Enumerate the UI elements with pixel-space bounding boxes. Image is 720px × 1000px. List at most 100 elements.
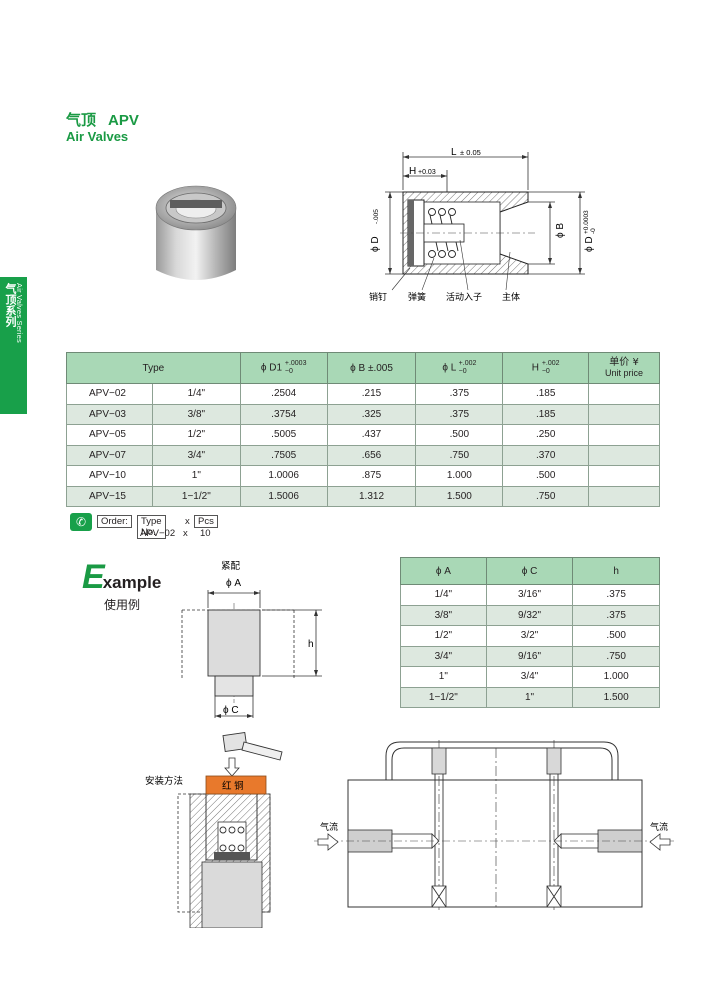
cell-h: .370 [502, 444, 590, 466]
cell-type: APV−07 [66, 444, 153, 466]
cell-d1: .5005 [239, 424, 328, 446]
order-times-1: x [185, 516, 190, 527]
fit-diagram: 紧配 ϕ A h ϕ C [181, 561, 322, 718]
table-row: 3/4"9/16".750 [400, 645, 660, 667]
spec-table-header: Type ϕ D1 +.0003−0 ϕ B ±.005 ϕ L +.002−0… [66, 352, 660, 384]
cell-phi-c: 9/16" [485, 645, 574, 667]
cell-phi-c: 9/32" [485, 604, 574, 626]
header-phi-c: ϕ C [485, 557, 574, 585]
header-l: ϕ L +.002−0 [415, 352, 504, 384]
dim-l-tolerance: ± 0.05 [460, 148, 481, 157]
cell-h: .375 [572, 604, 660, 626]
callout-movable-insert: 活动入子 [446, 291, 482, 302]
airflow-right-arrow-icon [649, 833, 671, 851]
product-photo [155, 185, 237, 280]
cell-price [588, 383, 660, 405]
cell-d1: .7505 [239, 444, 328, 466]
cell-price [588, 485, 660, 507]
header-phi-a: ϕ A [400, 557, 487, 585]
header-b: ϕ B ±.005 [326, 352, 417, 384]
cross-section-drawing: L ± 0.05 H +0.03 ϕ D -.005 ϕ B ϕ D +0.00… [369, 147, 597, 302]
spec-table: Type ϕ D1 +.0003−0 ϕ B ±.005 ϕ L +.002−0… [66, 352, 660, 507]
install-label: 安装方法 [145, 775, 183, 787]
cell-h: .185 [502, 403, 590, 425]
header-d1-plus: +.0003 [284, 360, 307, 367]
cell-size: 1−1/2" [151, 485, 241, 507]
h-label: h [308, 639, 314, 650]
side-category-tab: Air Valves Series 气顶系列 [0, 277, 27, 414]
header-h: H +.002−0 [502, 352, 590, 384]
order-label: Order: [97, 515, 132, 528]
cell-size: 1" [151, 465, 241, 487]
cell-d1: 1.5006 [239, 485, 328, 507]
header-h-plus: +.002 [541, 360, 560, 367]
table-row: APV−02 1/4" .2504 .215 .375 .185 [66, 383, 660, 405]
phone-icon: ✆ [70, 513, 92, 531]
cell-h: 1.000 [572, 666, 660, 688]
header-l-plus: +.002 [458, 360, 477, 367]
cell-l: .500 [415, 424, 504, 446]
table-row: 1/4"3/16".375 [400, 584, 660, 606]
cell-phi-a: 1" [400, 666, 487, 688]
cell-phi-a: 1/4" [400, 584, 487, 606]
header-price-zh: 单价 ¥ [609, 357, 639, 368]
header-h: h [572, 557, 660, 585]
table-row: APV−03 3/8" .3754 .325 .375 .185 [66, 403, 660, 425]
hammer-icon [222, 732, 283, 761]
order-example-qty: 10 [200, 528, 211, 539]
pin-slot [170, 200, 222, 208]
header-price: 单价 ¥Unit price [588, 352, 660, 384]
cell-price [588, 444, 660, 466]
airflow-left-label: 气流 [320, 821, 338, 832]
dim-d-right-tol-minus: -0 [590, 228, 597, 234]
cell-type: APV−15 [66, 485, 153, 507]
cell-phi-a: 3/4" [400, 645, 487, 667]
cell-phi-a: 1/2" [400, 625, 487, 647]
phi-c-label: ϕ C [223, 705, 239, 716]
cell-price [588, 403, 660, 425]
header-d1-minus: −0 [284, 368, 293, 375]
cell-h: .500 [502, 465, 590, 487]
header-price-en: Unit price [605, 368, 644, 378]
table-row: 1−1/2"1"1.500 [400, 686, 660, 708]
header-l-minus: −0 [458, 368, 467, 375]
cell-h: .500 [572, 625, 660, 647]
cell-size: 3/4" [151, 444, 241, 466]
example-table-header: ϕ A ϕ C h [400, 557, 660, 585]
fit-label: 紧配 [221, 561, 241, 572]
table-row: APV−07 3/4" .7505 .656 .750 .370 [66, 444, 660, 466]
order-times-2: x [183, 528, 188, 539]
page-title-chinese: 气顶 [66, 111, 97, 129]
callout-main-body: 主体 [502, 291, 520, 302]
example-table: ϕ A ϕ C h 1/4"3/16".375 3/8"9/32".375 1/… [400, 557, 660, 708]
order-type-no: Type No. [137, 515, 166, 539]
cell-size: 1/4" [151, 383, 241, 405]
cell-h: .185 [502, 383, 590, 405]
header-d1: ϕ D1 +.0003−0 [239, 352, 328, 384]
cell-price [588, 465, 660, 487]
cell-h: .375 [572, 584, 660, 606]
cell-l: .750 [415, 444, 504, 466]
example-subtitle: 使用例 [104, 598, 141, 612]
cell-h: 1.500 [572, 686, 660, 708]
airflow-right-label: 气流 [650, 821, 668, 832]
header-h-minus: −0 [541, 368, 550, 375]
cell-l: 1.500 [415, 485, 504, 507]
cell-type: APV−05 [66, 424, 153, 446]
cell-b: .656 [326, 444, 417, 466]
cell-phi-c: 3/4" [485, 666, 574, 688]
cell-l: .375 [415, 403, 504, 425]
cell-l: 1.000 [415, 465, 504, 487]
cell-b: .437 [326, 424, 417, 446]
phi-a-label: ϕ A [226, 578, 241, 589]
cell-size: 1/2" [151, 424, 241, 446]
cell-d1: 1.0006 [239, 465, 328, 487]
table-row: 1/2"3/2".500 [400, 625, 660, 647]
cell-b: 1.312 [326, 485, 417, 507]
table-row: APV−10 1" 1.0006 .875 1.000 .500 [66, 465, 660, 487]
example-title-rest: xample [102, 573, 162, 592]
dim-h-tolerance: +0.03 [418, 169, 436, 176]
cell-phi-a: 3/8" [400, 604, 487, 626]
cell-price [588, 424, 660, 446]
